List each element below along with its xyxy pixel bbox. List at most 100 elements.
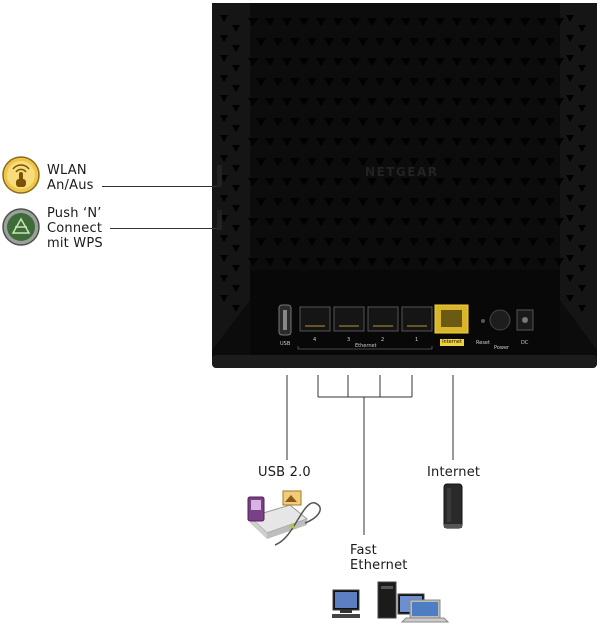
bevel-triangle — [578, 225, 586, 232]
vent-triangle — [503, 258, 513, 266]
vent-triangle — [358, 238, 368, 246]
vent-triangle — [537, 98, 547, 106]
vent-triangle — [316, 138, 326, 146]
power-label: Power — [494, 345, 510, 351]
vent-triangle — [350, 258, 360, 266]
bevel-triangle — [578, 265, 586, 272]
vent-triangle — [256, 198, 266, 206]
vent-triangle — [426, 78, 436, 86]
vent-triangle — [256, 118, 266, 126]
bevel-triangle — [232, 65, 240, 72]
vent-triangle — [545, 118, 555, 126]
vent-triangle — [290, 198, 300, 206]
bevel-triangle — [578, 285, 586, 292]
bevel-triangle — [566, 155, 574, 162]
bevel-triangle — [566, 195, 574, 202]
vent-triangle — [273, 198, 283, 206]
vent-triangle — [341, 118, 351, 126]
vent-triangle — [324, 198, 334, 206]
bevel-triangle — [566, 275, 574, 282]
vent-triangle — [401, 178, 411, 186]
vent-triangle — [384, 138, 394, 146]
vent-triangle — [494, 38, 504, 46]
vent-triangle — [265, 98, 275, 106]
bevel-triangle — [578, 165, 586, 172]
vent-triangle — [409, 158, 419, 166]
vent-triangle — [299, 258, 309, 266]
fast-ethernet-line-2: Ethernet — [350, 558, 408, 573]
vent-triangle — [375, 38, 385, 46]
vent-triangle — [537, 178, 547, 186]
vent-triangle — [333, 218, 343, 226]
vent-triangle — [520, 138, 530, 146]
reset-hole — [481, 319, 485, 323]
vent-triangle — [324, 118, 334, 126]
vent-triangle — [333, 258, 343, 266]
wlan-button-slot[interactable] — [217, 165, 222, 187]
vent-triangle — [435, 98, 445, 106]
modem-icon — [443, 483, 463, 529]
vent-triangle — [307, 118, 317, 126]
reset-label: Reset — [476, 340, 490, 346]
vent-triangle — [452, 258, 462, 266]
bevel-triangle — [220, 95, 228, 102]
vent-triangle — [299, 178, 309, 186]
vent-triangle — [545, 238, 555, 246]
vent-triangle — [316, 98, 326, 106]
vent-triangle — [375, 158, 385, 166]
wps-label: Push ‘N’ Connect mit WPS — [47, 206, 103, 251]
vent-triangle — [282, 138, 292, 146]
vent-triangle — [452, 58, 462, 66]
router-triangle-pattern — [212, 15, 597, 368]
vent-triangle — [273, 38, 283, 46]
bevel-triangle — [578, 305, 586, 312]
wps-button-slot[interactable] — [217, 210, 222, 230]
vent-triangle — [435, 58, 445, 66]
vent-triangle — [452, 98, 462, 106]
bevel-triangle — [220, 115, 228, 122]
vent-triangle — [316, 18, 326, 26]
vent-triangle — [350, 138, 360, 146]
brand-logo: NETGEAR — [365, 165, 439, 179]
vent-triangle — [282, 258, 292, 266]
fast-ethernet-line-1: Fast — [350, 543, 377, 558]
vent-triangle — [503, 58, 513, 66]
vent-triangle — [469, 258, 479, 266]
vent-triangle — [273, 158, 283, 166]
vent-triangle — [494, 198, 504, 206]
vent-triangle — [384, 58, 394, 66]
wlan-label-line-1: WLAN — [47, 163, 87, 178]
vent-triangle — [341, 78, 351, 86]
vent-triangle — [299, 98, 309, 106]
vent-triangle — [469, 138, 479, 146]
vent-triangle — [503, 98, 513, 106]
vent-triangle — [273, 118, 283, 126]
vent-triangle — [375, 118, 385, 126]
bevel-triangle — [220, 255, 228, 262]
vent-triangle — [460, 238, 470, 246]
vent-triangle — [282, 58, 292, 66]
vent-triangle — [554, 98, 564, 106]
wps-label-line-3: mit WPS — [47, 236, 103, 251]
vent-triangle — [486, 138, 496, 146]
vent-triangle — [511, 38, 521, 46]
vent-triangle — [316, 218, 326, 226]
vent-triangle — [401, 18, 411, 26]
vent-triangle — [494, 238, 504, 246]
bevel-triangle — [232, 105, 240, 112]
vent-triangle — [324, 38, 334, 46]
vent-triangle — [418, 258, 428, 266]
ethernet-port-label: Ethernet — [355, 343, 377, 349]
vent-triangle — [265, 138, 275, 146]
vent-triangle — [503, 218, 513, 226]
vent-triangle — [528, 38, 538, 46]
vent-triangle — [537, 218, 547, 226]
vent-triangle — [392, 158, 402, 166]
vent-triangle — [265, 218, 275, 226]
vent-triangle — [299, 18, 309, 26]
bevel-triangle — [220, 175, 228, 182]
vent-triangle — [545, 198, 555, 206]
vent-triangle — [307, 78, 317, 86]
vent-triangle — [350, 178, 360, 186]
